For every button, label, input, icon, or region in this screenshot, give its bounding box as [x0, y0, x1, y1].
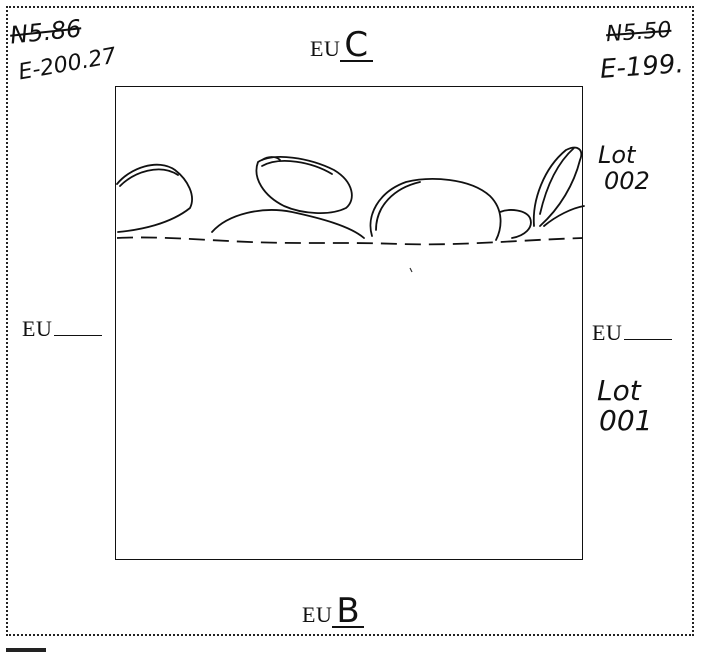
page-corner-mark	[6, 648, 46, 652]
west-unit-blank	[54, 334, 103, 336]
rock-feature-3	[255, 156, 353, 214]
lot-002-label: Lot 002	[598, 141, 650, 195]
rock-feature-1-outline	[119, 168, 179, 187]
south-unit-letter: B	[332, 594, 365, 628]
rock-feature-7	[543, 205, 585, 227]
rock-feature-3-outline	[261, 160, 333, 175]
rock-feature-2	[211, 209, 365, 239]
lot-boundary-line	[116, 236, 584, 246]
east-unit-label: EU	[592, 320, 673, 346]
rock-feature-4-outline	[375, 181, 421, 231]
east-unit-blank	[624, 338, 673, 340]
rock-feature-6	[532, 146, 583, 227]
rock-feature-3-inner	[261, 156, 281, 161]
west-unit-label: EU	[22, 316, 103, 342]
rock-feature-5	[499, 209, 532, 239]
lot-001-label: Lot 001	[597, 374, 653, 437]
page-border	[6, 6, 694, 636]
rock-feature-1	[116, 163, 193, 233]
north-unit-letter: C	[340, 28, 373, 62]
excavation-unit-plan	[115, 86, 583, 560]
rock-feature-4	[369, 178, 502, 241]
small-mark	[409, 267, 413, 273]
rock-feature-6-outline	[539, 147, 575, 215]
